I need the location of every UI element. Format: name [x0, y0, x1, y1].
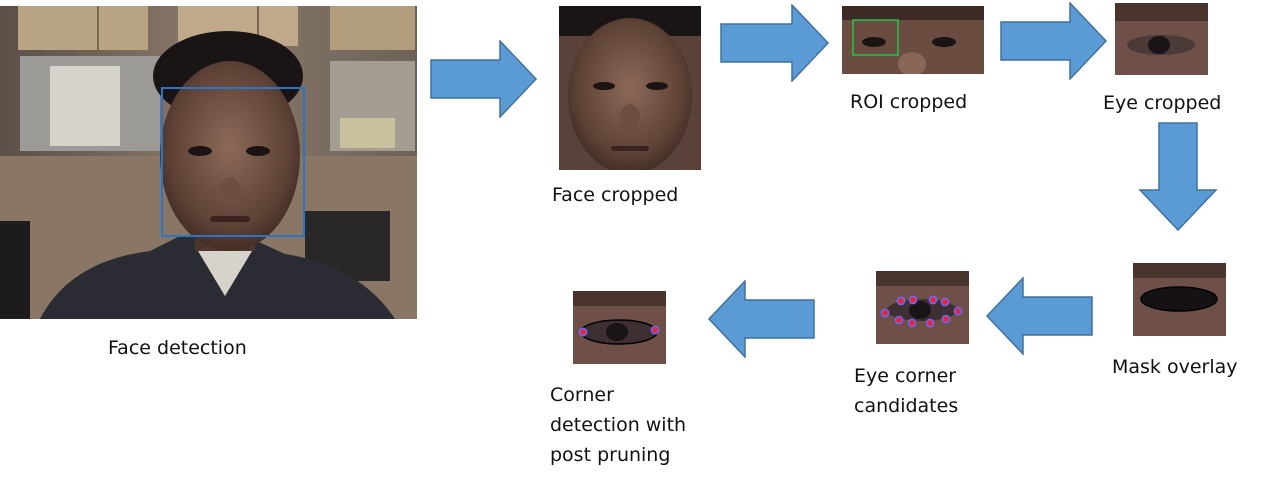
caption-line: Corner: [550, 384, 614, 406]
down-arrow: [1138, 122, 1218, 232]
eye-cropped-caption: Eye cropped: [1103, 92, 1222, 114]
face-cropped-image: [559, 6, 701, 170]
eye-corner-candidates-caption: Eye corner candidates: [854, 361, 958, 421]
corner-detection-image: [573, 291, 666, 364]
left-arrow: [985, 277, 1093, 355]
roi-cropped-caption: ROI cropped: [850, 91, 968, 113]
caption-line: post pruning: [550, 444, 671, 466]
eye-corner-candidates-image: [876, 271, 969, 344]
face-cropped-caption: Face cropped: [552, 184, 679, 206]
left-arrow: [707, 280, 815, 358]
roi-cropped-image: [842, 6, 984, 74]
mask-overlay-caption: Mask overlay: [1112, 356, 1238, 378]
caption-line: candidates: [854, 395, 959, 417]
caption-line: Eye corner: [854, 365, 957, 387]
face-detection-image: [0, 6, 417, 319]
right-arrow: [720, 4, 830, 82]
eye-cropped-image: [1115, 3, 1208, 75]
mask-overlay-image: [1133, 263, 1226, 336]
right-arrow: [430, 40, 538, 118]
face-detection-caption: Face detection: [108, 337, 247, 359]
caption-line: detection with: [550, 414, 687, 436]
right-arrow: [1000, 2, 1108, 80]
corner-detection-caption: Corner detection with post pruning: [550, 380, 686, 470]
